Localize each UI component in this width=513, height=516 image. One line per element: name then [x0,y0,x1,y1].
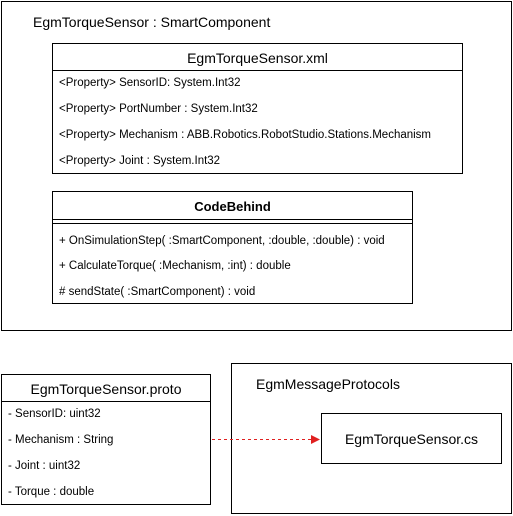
proto-field-row: - Torque : double [8,486,95,498]
generated-file-name: EgmTorqueSensor.cs [344,431,479,447]
code-behind-class-box: CodeBehind + OnSimulationStep( :SmartCom… [52,191,413,304]
xml-class-name: EgmTorqueSensor.xml [187,50,328,66]
xml-property-row: <Property> Joint : System.Int32 [59,155,221,167]
xml-class-box: EgmTorqueSensor.xml <Property> SensorID:… [52,43,463,174]
proto-class-divider [2,401,210,402]
generated-file-box: EgmTorqueSensor.cs [321,413,502,464]
proto-class-box: EgmTorqueSensor.proto - SensorID: uint32… [1,374,211,505]
proto-field-row: - Mechanism : String [8,434,114,446]
xml-property-row: <Property> PortNumber : System.Int32 [59,103,258,115]
code-behind-divider-bottom [53,223,412,224]
proto-field-row: - SensorID: uint32 [8,408,101,420]
code-behind-method-row: + CalculateTorque( :Mechanism, :int) : d… [59,260,291,272]
xml-class-divider [53,70,462,71]
code-behind-class-name: CodeBehind [194,199,271,214]
xml-property-row: <Property> SensorID: System.Int32 [59,77,241,89]
dependency-arrow-head [311,435,320,444]
code-behind-method-row: # sendState( :SmartComponent) : void [59,286,256,298]
code-behind-divider-top [53,219,412,220]
smart-component-title: EgmTorqueSensor : SmartComponent [33,14,271,30]
proto-field-row: - Joint : uint32 [8,460,81,472]
code-behind-method-row: + OnSimulationStep( :SmartComponent, :do… [59,235,385,247]
smart-component-container: EgmTorqueSensor : SmartComponent EgmTorq… [1,1,512,331]
xml-property-row: <Property> Mechanism : ABB.Robotics.Robo… [59,129,432,141]
message-protocols-container: EgmMessageProtocols EgmTorqueSensor.cs [231,363,512,514]
proto-class-name: EgmTorqueSensor.proto [30,381,182,397]
message-protocols-title: EgmMessageProtocols [256,376,400,392]
